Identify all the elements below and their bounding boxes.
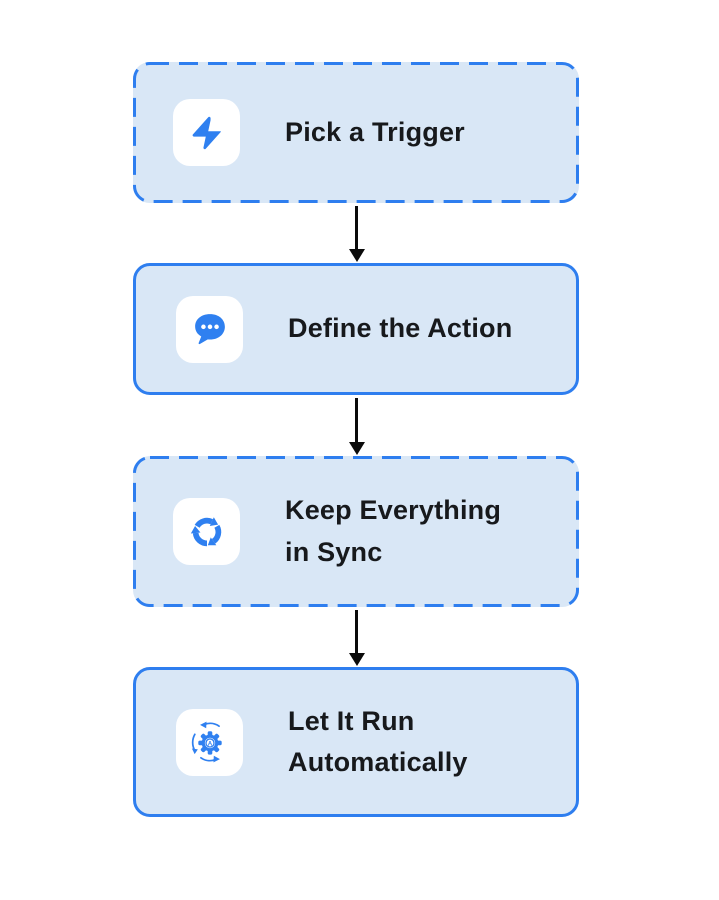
arrow-head-icon xyxy=(348,249,365,262)
gear-letter: A xyxy=(207,740,212,747)
icon-tile xyxy=(176,295,243,363)
step-box-define-the-action: Define the Action xyxy=(133,263,579,395)
step-label: Let It Run Automatically xyxy=(288,705,468,777)
step-box-let-it-run-automatically: A Let It Run Automatically xyxy=(133,667,579,817)
step-box-keep-everything-in-sync: Keep Everything in Sync xyxy=(133,456,579,607)
connector-arrow-down xyxy=(348,398,365,455)
connector-arrow-down xyxy=(348,610,365,666)
icon-tile xyxy=(173,498,240,565)
arrow-head-icon xyxy=(348,442,365,455)
arrow-shaft xyxy=(355,206,358,249)
arrow-shaft xyxy=(355,398,358,442)
automation-gear-icon: A xyxy=(191,721,222,763)
arrow-head-icon xyxy=(348,653,365,666)
step-label: Define the Action xyxy=(288,313,513,344)
chat-bubble-icon xyxy=(194,314,225,345)
sync-arrows-icon xyxy=(190,516,221,546)
step-label: Keep Everything in Sync xyxy=(285,495,502,567)
icon-tile xyxy=(173,99,240,166)
arrow-shaft xyxy=(355,610,358,653)
icon-tile: A xyxy=(176,708,243,776)
connector-arrow-down xyxy=(348,206,365,262)
step-box-pick-a-trigger: Pick a Trigger xyxy=(133,62,579,203)
step-label: Pick a Trigger xyxy=(285,116,465,147)
lightning-bolt-icon xyxy=(192,116,221,149)
